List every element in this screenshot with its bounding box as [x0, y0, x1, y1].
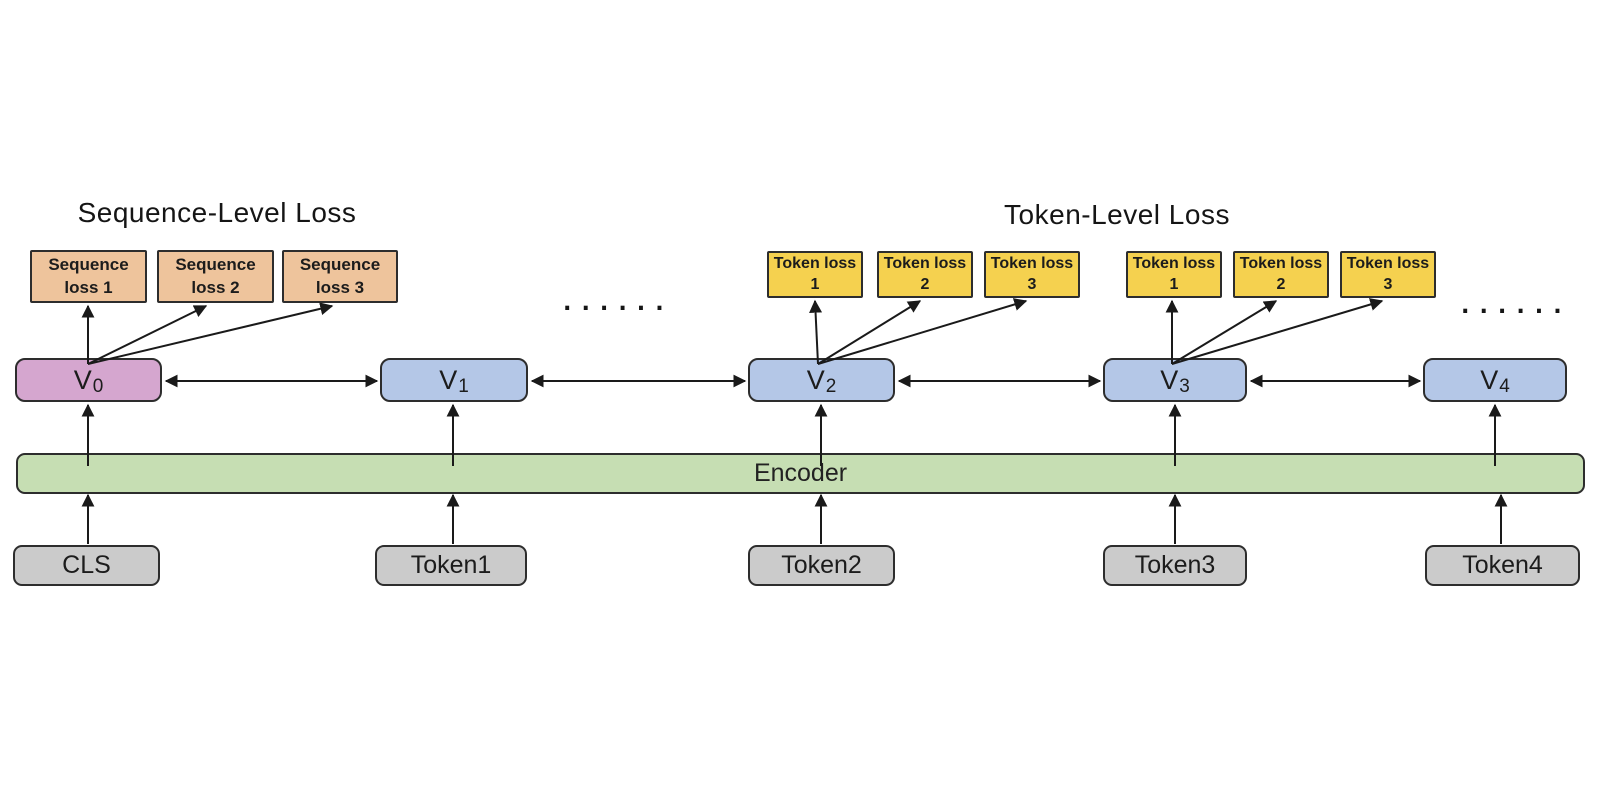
state-subscript: 3: [1179, 375, 1190, 397]
state-subscript: 0: [92, 375, 104, 397]
state-letter: V: [806, 364, 825, 395]
state-subscript: 4: [1499, 375, 1510, 397]
sequence-level-loss-title: Sequence-Level Loss: [77, 197, 357, 228]
state-v0: V0: [15, 358, 162, 402]
state-letter: V: [73, 364, 92, 395]
sequence-loss-3-box: Sequence loss 3: [282, 250, 398, 303]
state-v4-label: V4: [1480, 364, 1510, 397]
token-loss-v2-3-box: Token loss 3: [984, 251, 1080, 298]
arrow-v3-to-token-loss-2: [1171, 300, 1278, 365]
state-v4: V4: [1423, 358, 1567, 402]
input-token3: Token3: [1103, 545, 1247, 586]
input-token4: Token4: [1425, 545, 1580, 586]
token-loss-v2-2-box: Token loss 2: [877, 251, 973, 298]
state-v2-label: V2: [806, 364, 837, 397]
sequence-loss-2-box: Sequence loss 2: [157, 250, 274, 303]
arrow-v2-to-token-loss-3: [817, 298, 1028, 365]
v3-loss-arrows: [1165, 298, 1384, 365]
ellipsis-right: ......: [1458, 291, 1569, 319]
input-cls: CLS: [13, 545, 160, 586]
arrow-v3-to-token-loss-3: [1171, 298, 1384, 365]
state-v3-label: V3: [1160, 364, 1190, 397]
state-subscript: 1: [458, 375, 469, 397]
token-loss-v2-1-box: Token loss 1: [767, 251, 863, 298]
input-token1: Token1: [375, 545, 527, 586]
state-v1: V1: [380, 358, 528, 402]
ellipsis-left: ......: [560, 288, 671, 316]
arrow-v2-to-token-loss-1: [809, 299, 823, 365]
state-letter: V: [1160, 364, 1179, 395]
input-to-encoder-arrows: [81, 493, 1508, 544]
arrow-v0-to-seq-loss-3: [87, 302, 334, 365]
input-token2: Token2: [748, 545, 895, 586]
encoder-bar: Encoder: [16, 453, 1585, 494]
arrow-v0-to-seq-loss-2: [87, 305, 208, 365]
v0-loss-arrows: [81, 302, 334, 365]
state-letter: V: [1480, 364, 1499, 395]
token-loss-v3-2-box: Token loss 2: [1233, 251, 1329, 298]
token-level-loss-title: Token-Level Loss: [1004, 199, 1230, 230]
v2-loss-arrows: [809, 298, 1028, 365]
state-v0-label: V0: [73, 364, 104, 397]
arrow-v2-to-token-loss-2: [817, 300, 922, 365]
token-loss-v3-3-box: Token loss 3: [1340, 251, 1436, 298]
state-subscript: 2: [825, 375, 837, 397]
sequence-loss-1-box: Sequence loss 1: [30, 250, 147, 303]
state-v1-label: V1: [439, 364, 469, 397]
state-v3: V3: [1103, 358, 1247, 402]
token-loss-v3-1-box: Token loss 1: [1126, 251, 1222, 298]
state-v2: V2: [748, 358, 895, 402]
state-letter: V: [439, 364, 458, 395]
